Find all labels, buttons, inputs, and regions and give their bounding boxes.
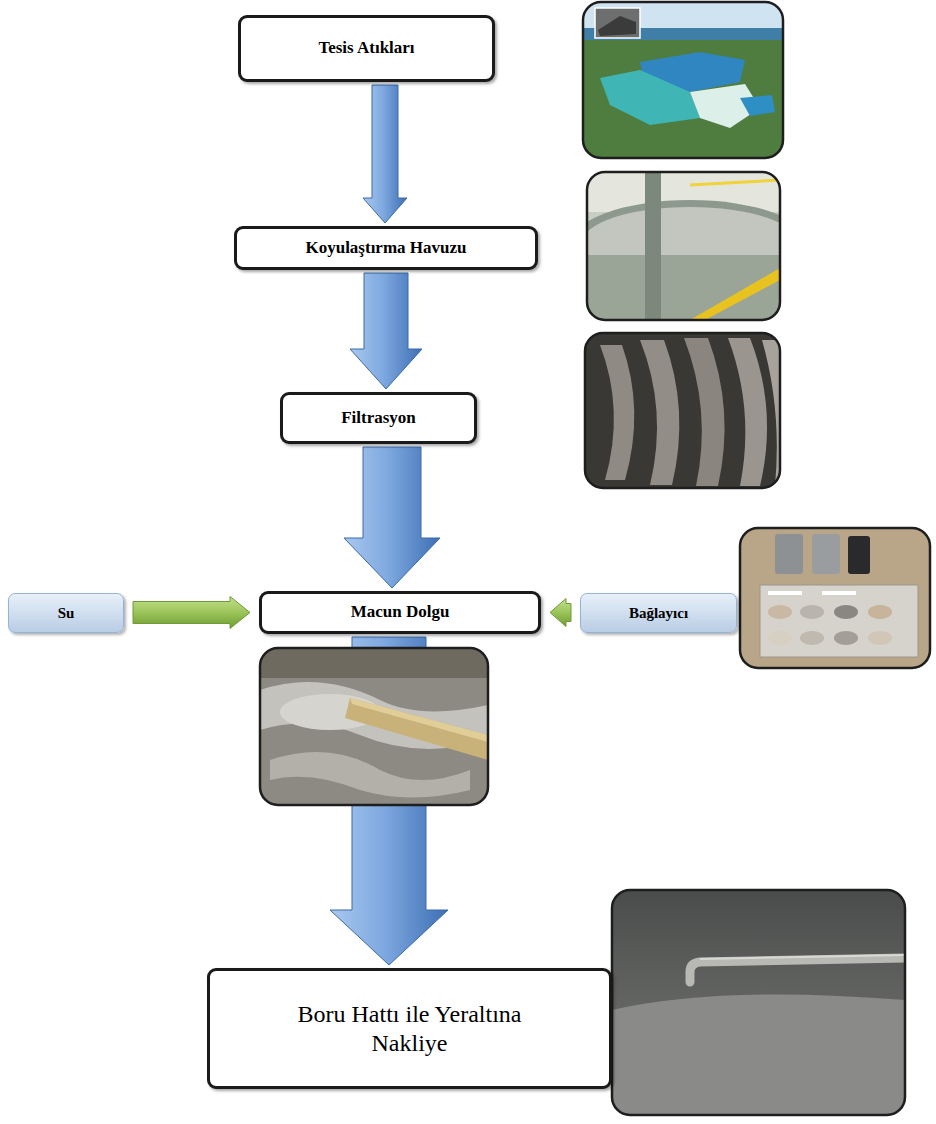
node-label: Su [58, 604, 75, 622]
photo-frame [583, 2, 783, 158]
photo-frame [612, 890, 905, 1115]
process-box: Boru Hattı ile Yeraltına Nakliye [207, 968, 612, 1089]
node-label: Bağlayıcı [629, 604, 688, 622]
photo-frame [587, 172, 780, 320]
input-box: Bağlayıcı [580, 593, 737, 633]
node-label: Boru Hattı ile Yeraltına Nakliye [260, 1000, 560, 1058]
photo-frame [740, 528, 930, 668]
photo-binder-samples [740, 528, 930, 668]
photo-frame [260, 648, 488, 805]
process-box: Filtrasyon [280, 392, 477, 444]
photo-paste-discharge [260, 648, 488, 805]
photo-thickener [587, 172, 780, 320]
process-box: Macun Dolgu [259, 591, 541, 634]
photo-underground-pipe [612, 890, 905, 1115]
photo-frame [585, 333, 780, 488]
flow-arrow [350, 273, 422, 389]
flow-arrow [363, 85, 407, 223]
node-label: Tesis Atıkları [318, 38, 414, 58]
node-label: Koyulaştırma Havuzu [305, 238, 466, 258]
process-box: Tesis Atıkları [238, 15, 495, 82]
process-box: Koyulaştırma Havuzu [234, 226, 538, 270]
input-box: Su [8, 593, 124, 633]
node-label: Macun Dolgu [351, 602, 450, 622]
flow-arrow [133, 597, 250, 629]
node-label: Filtrasyon [341, 408, 416, 428]
photo-filter-press [585, 333, 780, 488]
flow-arrow [550, 599, 571, 627]
photo-tailings-ponds [583, 2, 783, 158]
flow-arrow [344, 447, 440, 588]
